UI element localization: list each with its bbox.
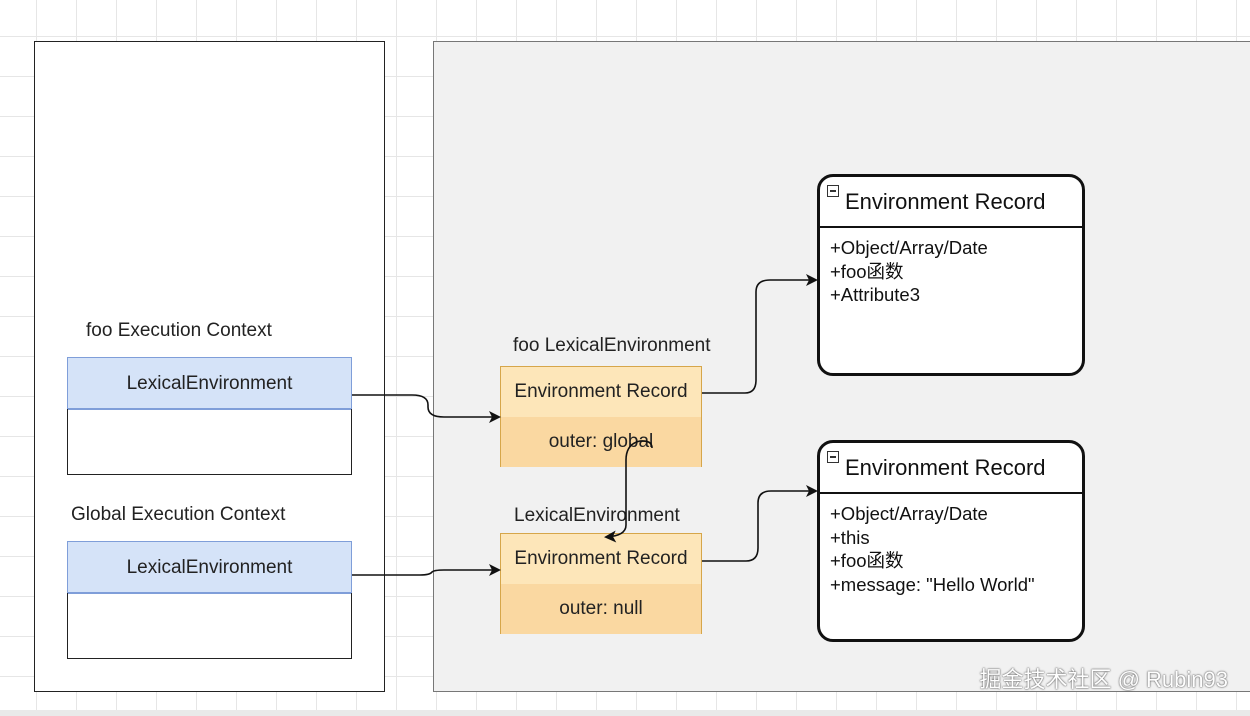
- global-lexenv-environment-record[interactable]: Environment Record: [501, 534, 701, 585]
- global-context-lexical-environment[interactable]: LexicalEnvironment: [68, 542, 351, 594]
- attribute-row: +this: [830, 526, 870, 548]
- foo-execution-context-title: foo Execution Context: [86, 320, 272, 341]
- foo-lexenv-environment-record[interactable]: Environment Record: [501, 367, 701, 418]
- attribute-row: +Attribute3: [830, 284, 920, 305]
- attribute-row: +foo函数: [830, 550, 904, 571]
- foo-environment-record-attributes: +Object/Array/Date +foo函数 +Attribute3: [830, 236, 988, 307]
- foo-context-lexical-environment[interactable]: LexicalEnvironment: [68, 358, 351, 410]
- foo-environment-record-box[interactable]: Environment Record +Object/Array/Date +f…: [817, 174, 1085, 376]
- bottom-bar: [0, 710, 1250, 716]
- attribute-row: +Object/Array/Date: [830, 237, 988, 258]
- collapse-icon[interactable]: [827, 185, 839, 197]
- foo-execution-context-box[interactable]: LexicalEnvironment: [67, 357, 352, 475]
- foo-lexical-environment-title: foo LexicalEnvironment: [513, 335, 711, 356]
- global-lexical-environment-box[interactable]: Environment Record outer: null: [500, 533, 702, 634]
- foo-lexical-environment-box[interactable]: Environment Record outer: global: [500, 366, 702, 467]
- global-environment-record-header[interactable]: Environment Record: [820, 443, 1082, 494]
- global-execution-context-box[interactable]: LexicalEnvironment: [67, 541, 352, 659]
- global-execution-context-title: Global Execution Context: [71, 504, 286, 525]
- foo-environment-record-header[interactable]: Environment Record: [820, 177, 1082, 228]
- global-environment-record-title: Environment Record: [845, 454, 1046, 480]
- attribute-row: +message: "Hello World": [830, 573, 1035, 595]
- collapse-icon[interactable]: [827, 451, 839, 463]
- foo-lexenv-outer[interactable]: outer: global: [501, 417, 701, 467]
- global-environment-record-box[interactable]: Environment Record +Object/Array/Date +t…: [817, 440, 1085, 642]
- global-environment-record-attributes: +Object/Array/Date +this +foo函数 +message…: [830, 502, 1035, 596]
- watermark: 掘金技术社区 @ Rubin93: [979, 667, 1228, 692]
- global-lexical-environment-title: LexicalEnvironment: [514, 505, 680, 526]
- foo-environment-record-title: Environment Record: [845, 188, 1046, 214]
- global-lexenv-outer[interactable]: outer: null: [501, 584, 701, 634]
- attribute-row: +foo函数: [830, 260, 904, 282]
- attribute-row: +Object/Array/Date: [830, 503, 988, 524]
